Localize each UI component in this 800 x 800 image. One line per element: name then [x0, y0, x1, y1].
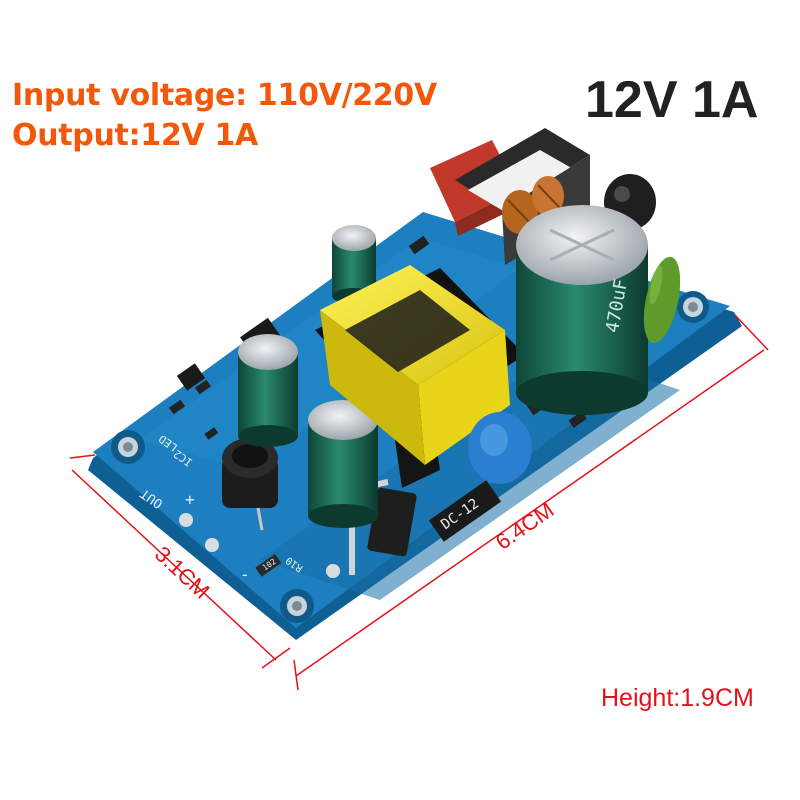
film-capacitor: [643, 256, 681, 344]
inductor: [222, 438, 278, 531]
output-spec: Output:12V 1A: [12, 118, 258, 153]
model-title: 12V 1A: [585, 71, 759, 129]
mounting-hole: [280, 589, 314, 623]
mounting-hole: [111, 430, 145, 464]
output-pad: [179, 513, 193, 527]
capacitor: [308, 400, 378, 528]
capacitor-large: 470uF: [516, 205, 648, 415]
transformer: [315, 265, 525, 488]
minus-label: -: [240, 565, 250, 584]
resistor: [255, 554, 282, 577]
capacitor: [238, 334, 298, 447]
height-spec: Height:1.9CM: [601, 684, 754, 712]
capacitor: [332, 225, 376, 304]
output-pad: [205, 538, 219, 552]
y-capacitor: [468, 412, 532, 484]
input-voltage-spec: Input voltage: 110V/220V: [12, 78, 437, 113]
plus-label: +: [185, 490, 195, 509]
mounting-hole: [677, 291, 709, 323]
